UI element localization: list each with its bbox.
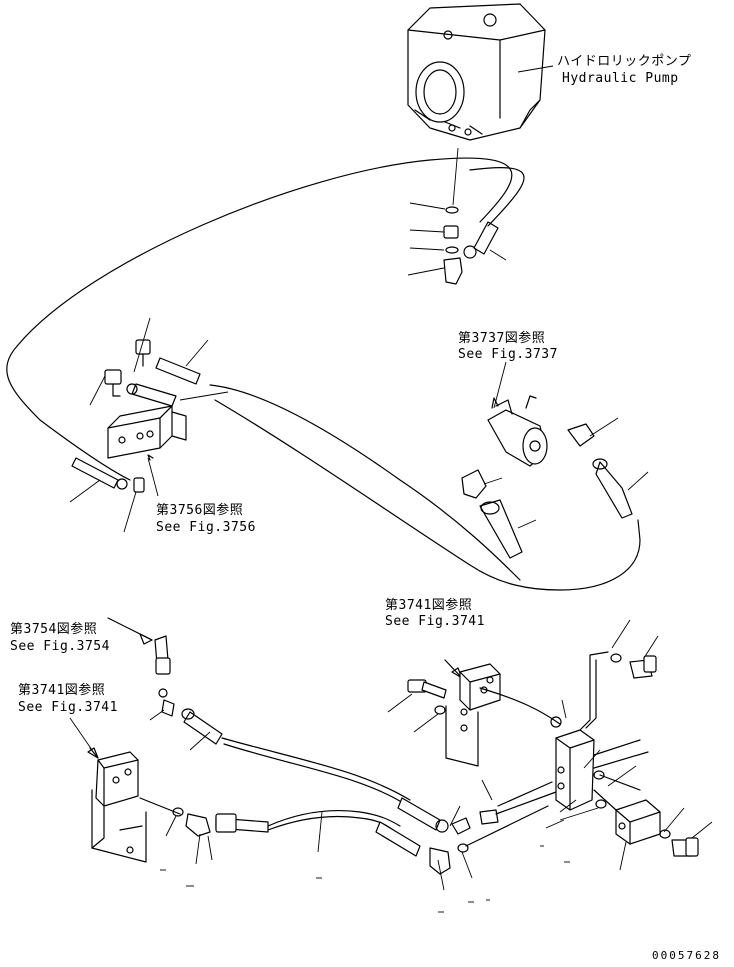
hose-upper-run [215, 400, 640, 590]
valve-block-left [70, 718, 146, 862]
manifold-assembly [546, 620, 712, 870]
valve-block-mid [388, 660, 566, 766]
ref-3741-upper-jp: 第3741図参照 [385, 598, 473, 613]
ref-3741-lower-en: See Fig.3741 [18, 700, 118, 715]
ref-3756-jp: 第3756図参照 [156, 503, 244, 518]
ref-3737-jp: 第3737図参照 [458, 331, 546, 346]
drawing-number: 00057628 [652, 949, 721, 962]
hose-loop-inner [470, 168, 524, 226]
ref-3754-en: See Fig.3754 [10, 639, 110, 654]
hose-loop-outer [7, 158, 512, 480]
ref-3754-jp: 第3754図参照 [10, 622, 98, 637]
ref-3737-en: See Fig.3737 [458, 347, 558, 362]
ref-3741-upper-en: See Fig.3741 [385, 614, 485, 629]
leader-marks [160, 846, 570, 912]
left-block-assembly [70, 318, 228, 532]
ref-3741-lower-jp: 第3741図参照 [18, 683, 106, 698]
pump-label-jp: ハイドロリックポンプ [557, 54, 692, 69]
motor-assembly [462, 362, 648, 558]
ref-3756-en: See Fig.3756 [156, 520, 256, 535]
hose-upper-run-2 [210, 385, 520, 580]
pump-port-fittings [408, 148, 506, 284]
bracket-3754 [108, 618, 222, 750]
pump-label-en: Hydraulic Pump [562, 71, 679, 86]
lower-hoses [140, 738, 556, 890]
hydraulic-pump [408, 4, 545, 140]
